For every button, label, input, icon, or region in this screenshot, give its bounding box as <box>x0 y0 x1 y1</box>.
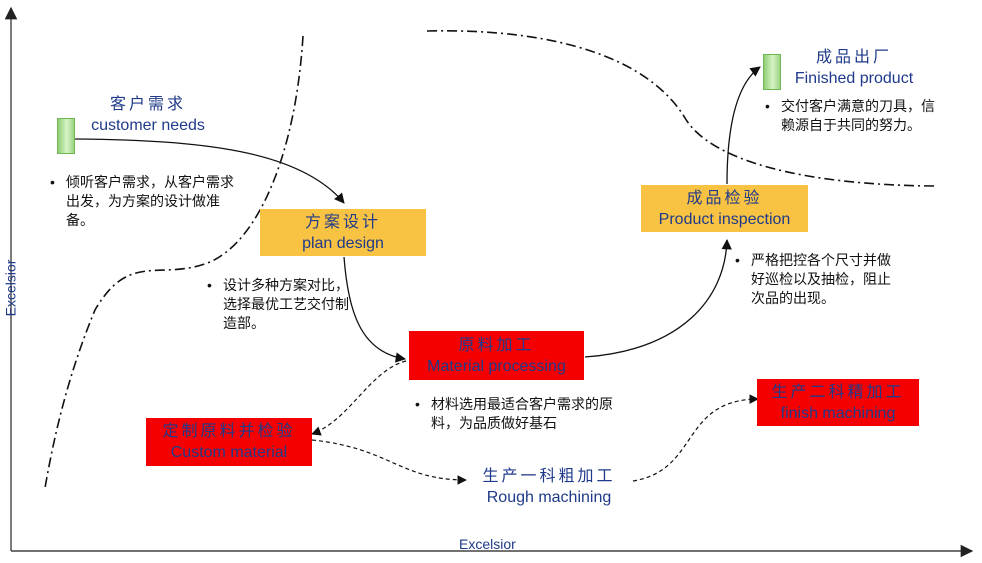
customer-needs-label-en: customer needs <box>91 117 205 134</box>
product-inspection-label-en: Product inspection <box>658 210 791 228</box>
left-boundary-curve <box>44 35 304 489</box>
customer-needs-note: 倾听客户需求，从客户需求出发，为方案的设计做准备。 <box>48 173 238 230</box>
arrow-inspection-to-finished <box>726 66 761 185</box>
product-inspection-label-zh: 成品检验 <box>686 189 763 207</box>
finish-machining-label-en: finish machining <box>780 404 896 422</box>
custom-material-label-en: Custom material <box>170 444 288 461</box>
custom-material-label-zh: 定制原料并检验 <box>162 423 296 440</box>
arrow-rough-to-finish <box>632 394 759 482</box>
arrow-design-to-material <box>343 256 407 363</box>
finish-machining-label-zh: 生产二科精加工 <box>771 383 905 401</box>
plan-design-note: 设计多种方案对比，选择最优工艺交付制造部。 <box>205 276 355 333</box>
product-inspection-box: 成品检验 Product inspection <box>641 185 808 232</box>
material-processing-box: 原料加工 Material processing <box>409 331 584 380</box>
material-processing-label-zh: 原料加工 <box>458 336 535 354</box>
right-boundary-curve <box>426 30 936 187</box>
rough-machining-label: 生产一科粗加工 Rough machining <box>469 466 629 508</box>
arrow-custom-to-rough <box>311 439 467 485</box>
plan-design-box: 方案设计 plan design <box>260 209 426 256</box>
arrow-material-to-inspection <box>584 238 732 358</box>
finished-product-label-en: Finished product <box>794 70 914 87</box>
x-axis-label: Excelsior <box>459 536 516 552</box>
y-axis-label: Excelsior <box>2 259 19 317</box>
rough-machining-label-zh: 生产一科粗加工 <box>482 468 616 485</box>
finished-product-label: 成品出厂 Finished product <box>782 47 926 89</box>
finish-machining-box: 生产二科精加工 finish machining <box>757 379 919 426</box>
customer-needs-label-zh: 客户需求 <box>109 96 186 113</box>
plan-design-label-en: plan design <box>302 234 384 252</box>
finished-product-document-icon <box>763 54 781 90</box>
rough-machining-label-en: Rough machining <box>486 489 612 506</box>
finished-product-note: 交付客户满意的刀具，信赖源自于共同的努力。 <box>763 97 938 135</box>
product-inspection-note: 严格把控各个尺寸并做好巡检以及抽检，阻止次品的出现。 <box>733 251 903 308</box>
customer-needs-document-icon <box>57 118 75 154</box>
finished-product-label-zh: 成品出厂 <box>815 49 892 66</box>
customer-needs-label: 客户需求 customer needs <box>78 94 218 136</box>
material-processing-label-en: Material processing <box>427 357 566 375</box>
plan-design-label-zh: 方案设计 <box>304 213 381 231</box>
material-processing-note: 材料选用最适合客户需求的原料，为品质做好基石 <box>413 395 623 433</box>
arrow-material-to-custom <box>311 360 407 436</box>
arrow-customer-to-design <box>74 138 345 204</box>
custom-material-box: 定制原料并检验 Custom material <box>146 418 312 466</box>
